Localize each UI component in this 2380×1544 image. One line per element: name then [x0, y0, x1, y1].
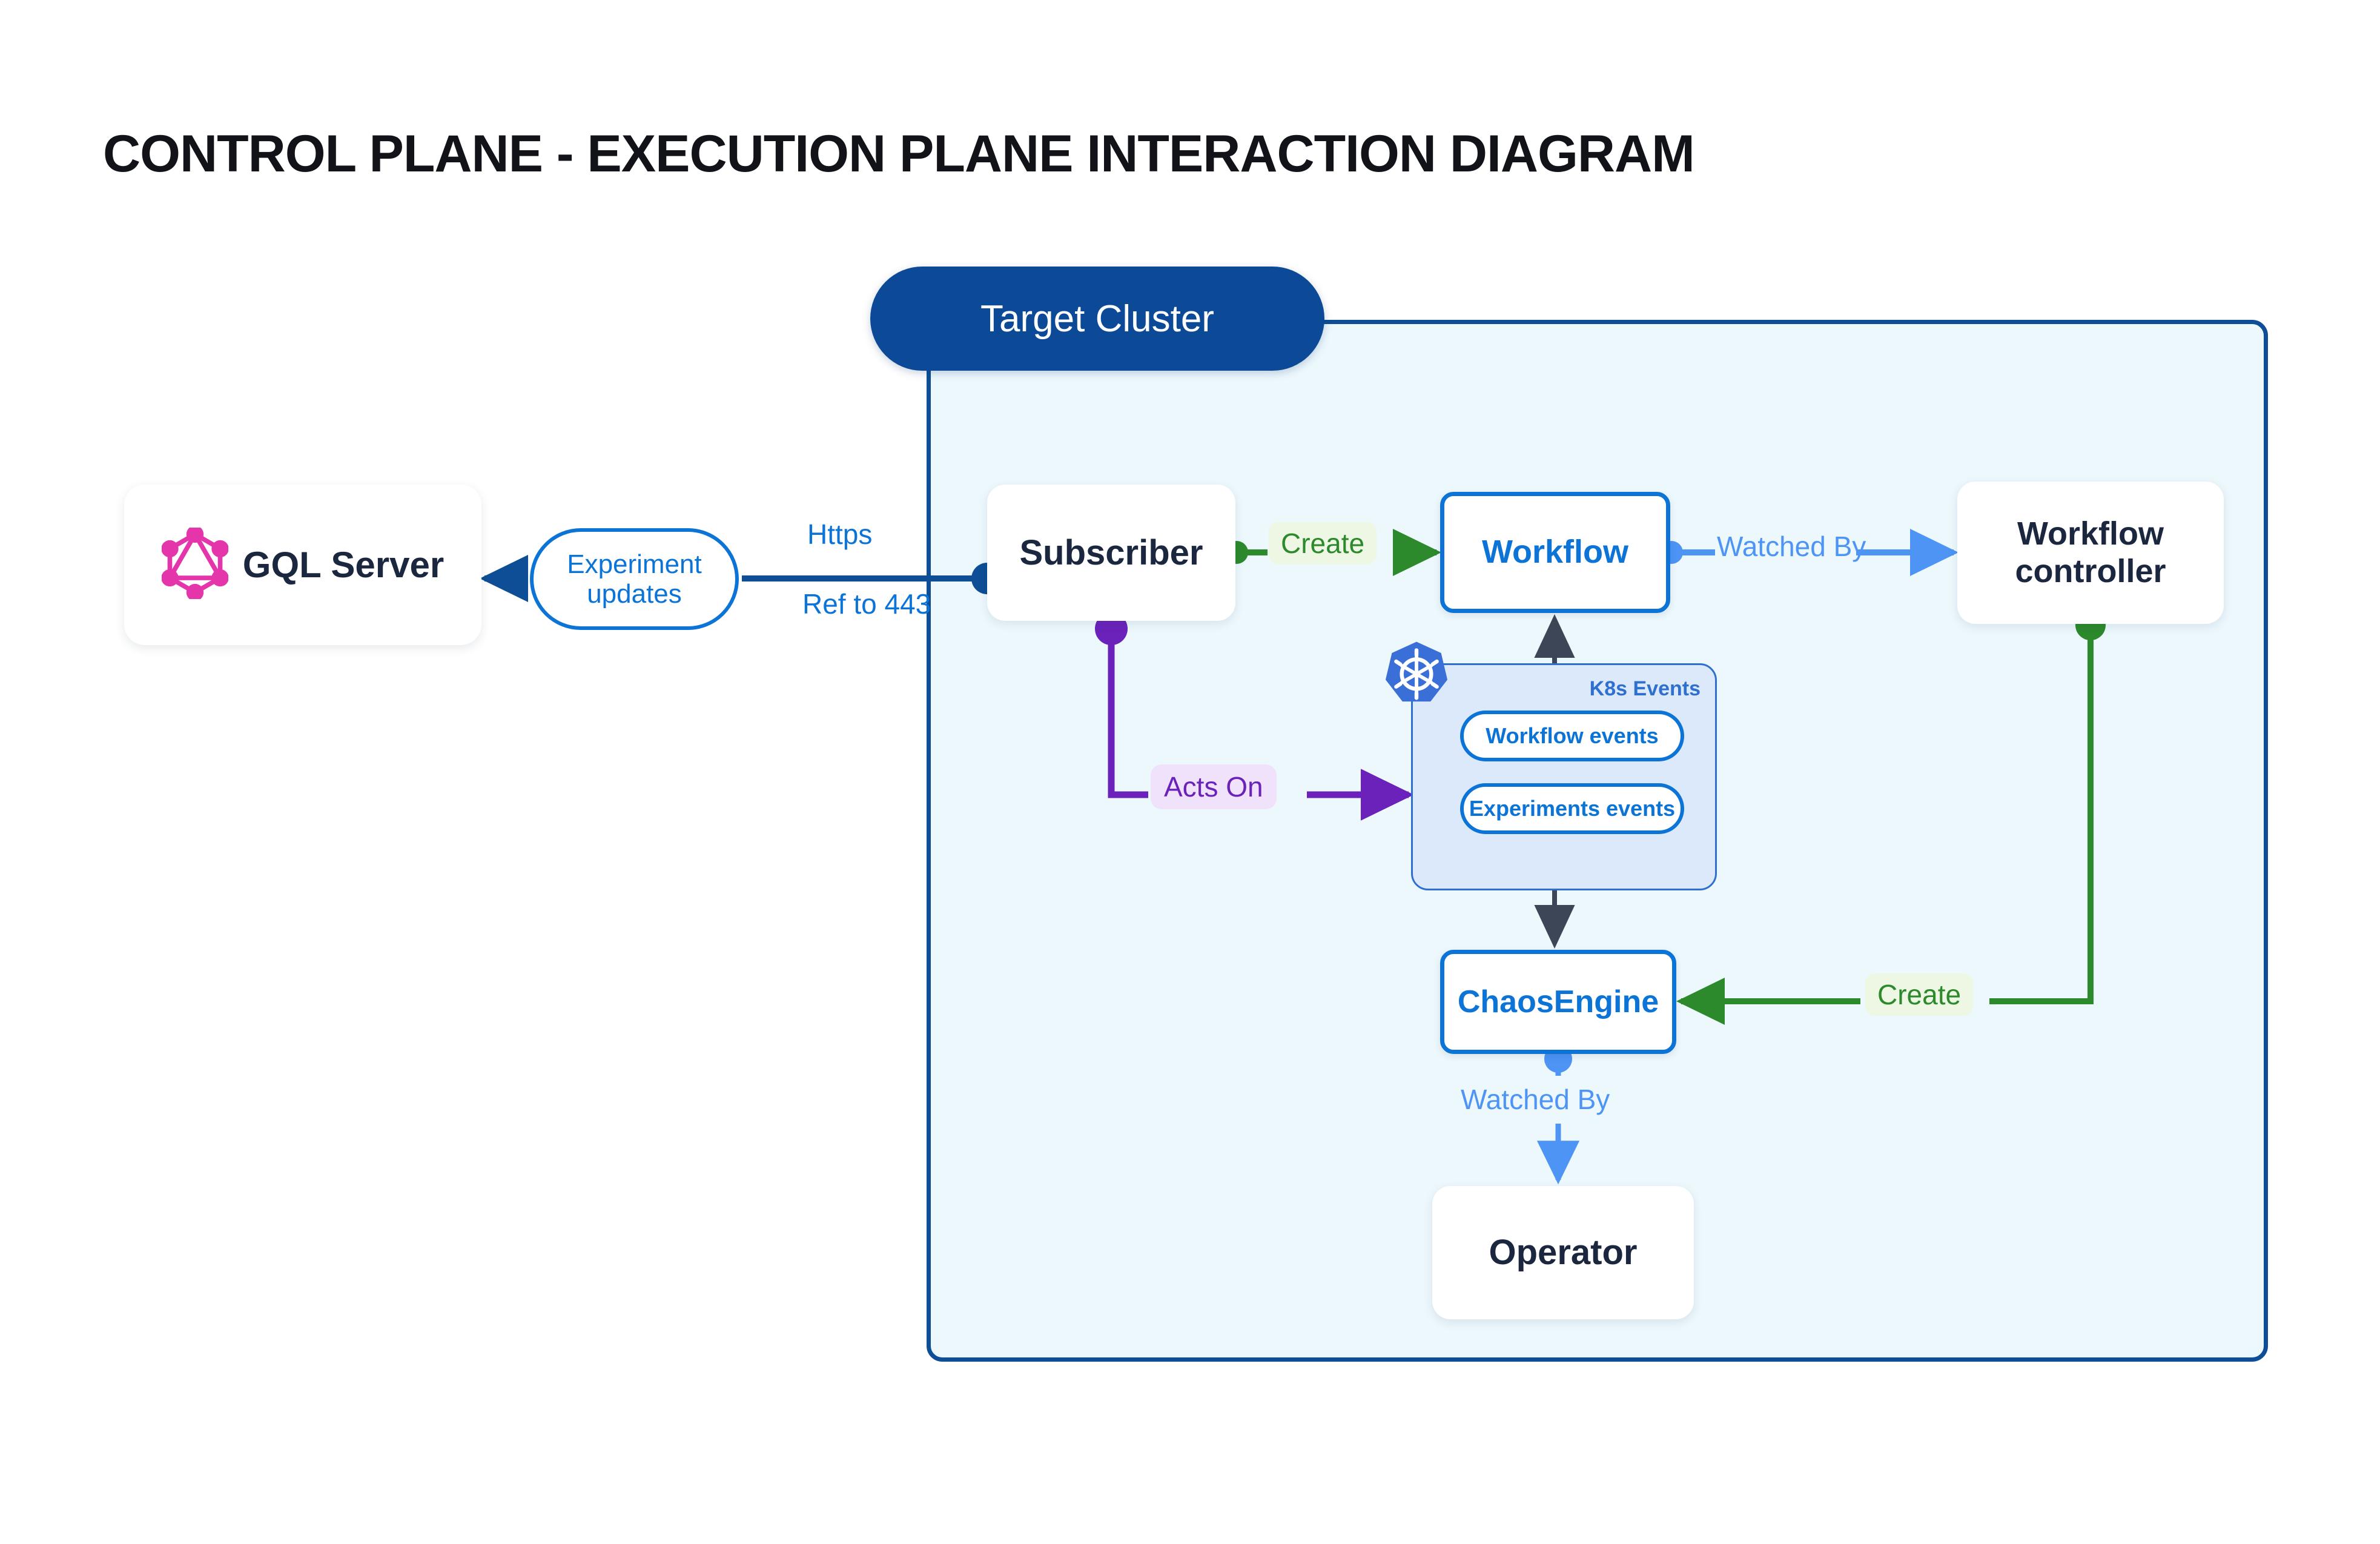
node-workflow-controller[interactable]: Workflow controller — [1957, 482, 2224, 624]
node-operator[interactable]: Operator — [1432, 1186, 1694, 1319]
edge-label-experiment-updates: Experiment updates — [530, 528, 739, 630]
node-gql-server[interactable]: GQL Server — [124, 485, 481, 645]
edge-label-create-subscriber-workflow: Create — [1269, 522, 1377, 565]
graphql-icon — [161, 525, 229, 602]
edge-label-acts-on: Acts On — [1151, 764, 1277, 809]
node-chaosengine[interactable]: ChaosEngine — [1440, 950, 1676, 1054]
node-subscriber[interactable]: Subscriber — [987, 485, 1235, 621]
target-cluster-title[interactable]: Target Cluster — [870, 267, 1324, 371]
edge-label-ref-to-443: Ref to 443 — [802, 588, 931, 620]
kubernetes-icon — [1381, 640, 1452, 710]
page-title: CONTROL PLANE - EXECUTION PLANE INTERACT… — [103, 125, 1695, 183]
edge-label-https: Https — [807, 519, 873, 550]
edge-label-watched-by-operator: Watched By — [1461, 1084, 1610, 1115]
node-workflow[interactable]: Workflow — [1440, 492, 1670, 613]
k8s-pill-workflow-events[interactable]: Workflow events — [1460, 711, 1684, 761]
k8s-events-group: K8s Events Workflow events Experiments e… — [1385, 641, 1717, 890]
k8s-pill-experiments-events[interactable]: Experiments events — [1460, 783, 1684, 834]
edge-label-create-controller-chaosengine: Create — [1865, 973, 1974, 1016]
edge-label-experiment-updates-line2: updates — [587, 579, 682, 609]
k8s-events-group-label: K8s Events — [1589, 677, 1701, 700]
edge-label-experiment-updates-line1: Experiment — [567, 549, 702, 579]
node-gql-server-label: GQL Server — [242, 544, 445, 585]
edge-label-watched-by-workflow: Watched By — [1717, 531, 1866, 562]
